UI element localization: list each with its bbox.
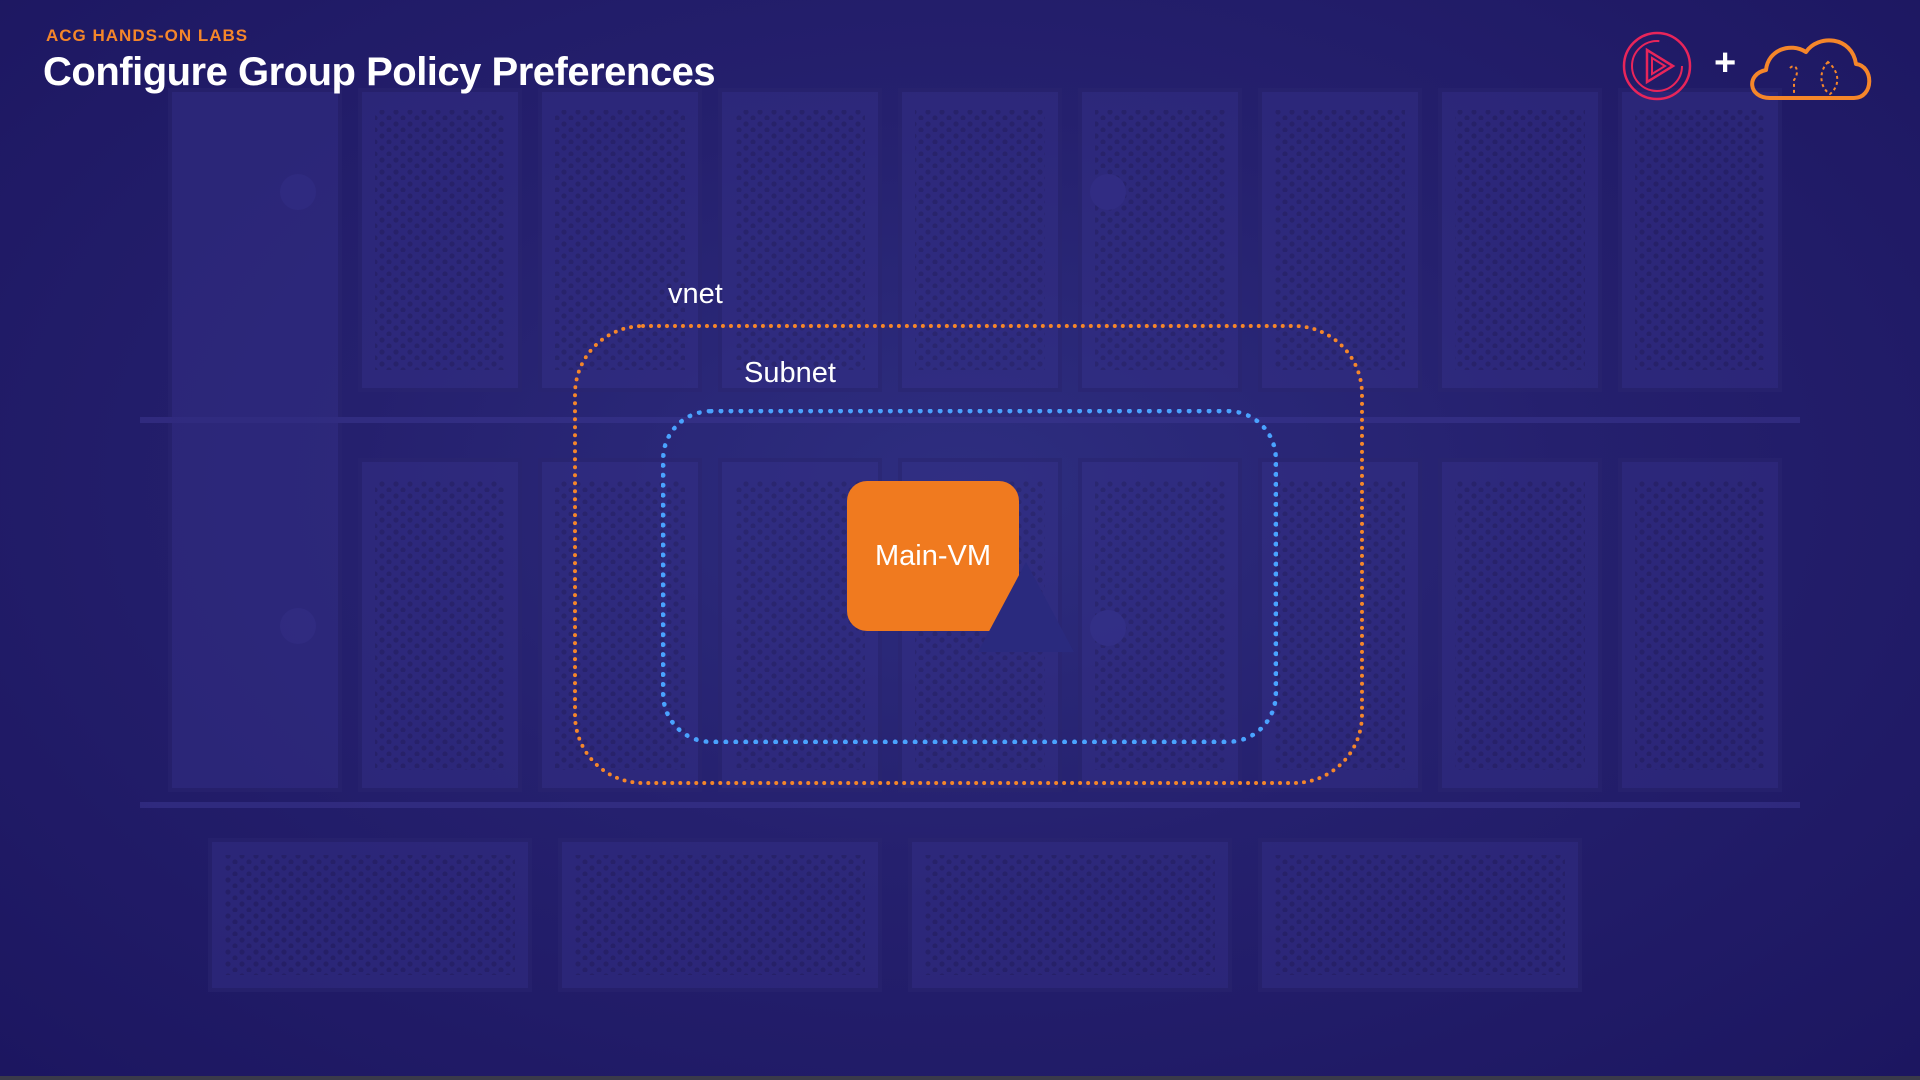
subnet-label: Subnet <box>744 357 836 389</box>
subnet-boundary <box>661 409 1278 744</box>
lab-label: ACG HANDS-ON LABS <box>46 26 249 45</box>
vnet-boundary <box>573 324 1364 785</box>
pluralsight-play-icon <box>1622 31 1692 101</box>
plus-sign: + <box>1714 42 1737 84</box>
vm-node: Main-VM <box>847 481 1019 631</box>
cursor-triangle-icon <box>978 562 1074 652</box>
logo-group: + <box>1620 28 1880 104</box>
bottom-border <box>0 1076 1920 1080</box>
vnet-label: vnet <box>668 278 723 310</box>
page-title: Configure Group Policy Preferences <box>43 50 716 94</box>
vm-label: Main-VM <box>874 539 991 572</box>
acg-cloud-icon <box>1750 38 1872 100</box>
